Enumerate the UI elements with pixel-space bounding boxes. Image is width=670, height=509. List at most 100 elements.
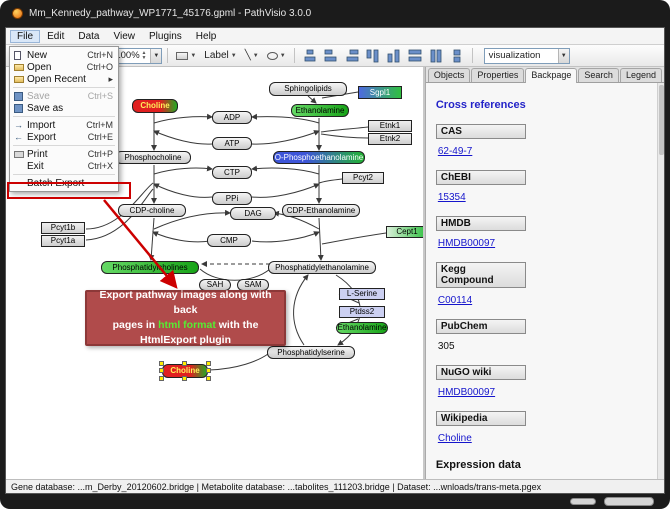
menu-file[interactable]: File <box>10 29 41 43</box>
pathway-node-sgpl1[interactable]: Sgpl1 <box>358 86 402 99</box>
pathway-edge <box>251 183 320 198</box>
selection-handle[interactable] <box>206 361 211 366</box>
title-bar[interactable]: Mm_Kennedy_pathway_WP1771_45176.gpml - P… <box>0 0 670 27</box>
datanode-tool-button[interactable]: ▼ <box>173 47 199 65</box>
stack-vertical-button[interactable] <box>447 47 467 65</box>
pathway-node-choline[interactable]: Choline <box>132 99 178 113</box>
menu-shortcut: Ctrl+M <box>86 120 113 130</box>
menu-item-open-recent[interactable]: Open Recent▸ <box>10 73 118 85</box>
pathway-node-phosphocholine[interactable]: Phosphocholine <box>115 151 191 164</box>
tab-legend[interactable]: Legend <box>619 68 662 82</box>
pathway-edge <box>320 133 369 139</box>
selection-handle[interactable] <box>182 361 187 366</box>
align-center-x-button[interactable] <box>300 47 320 65</box>
common-height-icon <box>430 49 442 62</box>
tab-objects[interactable]: Objects <box>427 68 471 82</box>
pathway-node-pcyt1a[interactable]: Pcyt1a <box>41 235 85 247</box>
menu-item-label: Open Recent <box>27 73 86 85</box>
align-left-button[interactable] <box>321 47 341 65</box>
pathway-node-etnk1[interactable]: Etnk1 <box>368 120 412 132</box>
backpage-title: Cross references <box>435 99 526 111</box>
pathway-node-cdp-ethanolamine[interactable]: CDP-Ethanolamine <box>282 204 360 217</box>
pathway-node-l-serine[interactable]: L-Serine <box>339 288 385 300</box>
pathway-edge <box>251 165 320 175</box>
pathway-node-sphingolipids[interactable]: Sphingolipids <box>269 82 347 96</box>
align-right-button[interactable] <box>342 47 362 65</box>
app-logo-icon <box>12 8 23 19</box>
status-text: Gene database: ...m_Derby_20120602.bridg… <box>11 482 542 492</box>
zoom-dropdown-icon[interactable]: ▼ <box>150 48 162 63</box>
backpage-link[interactable]: Choline <box>437 433 472 444</box>
tab-backpage[interactable]: Backpage <box>525 68 578 83</box>
callout-highlight-text: html format <box>158 319 216 331</box>
common-width-button[interactable] <box>405 47 425 65</box>
pathway-node-pcyt1b[interactable]: Pcyt1b <box>41 222 85 234</box>
pathway-node-cept1[interactable]: Cept1 <box>386 226 423 238</box>
common-height-button[interactable] <box>426 47 446 65</box>
backpage-section-header: PubChem <box>435 319 526 334</box>
common-width-icon <box>408 49 422 61</box>
pathway-node-ethanolamine[interactable]: Ethanolamine <box>291 104 349 117</box>
pathway-node-cdp-choline[interactable]: CDP-choline <box>118 204 186 217</box>
align-bottom-button[interactable] <box>384 47 404 65</box>
visualization-combobox[interactable]: visualization ▼ <box>483 47 570 64</box>
selection-handle[interactable] <box>206 376 211 381</box>
label-tool-button[interactable]: Label▼ <box>201 47 239 65</box>
sidebar-scrollbar[interactable] <box>657 83 664 479</box>
pathway-node-ptdss2[interactable]: Ptdss2 <box>339 306 385 318</box>
pathway-node-ppi[interactable]: PPi <box>212 192 252 205</box>
pathway-node-phosphatidylserine[interactable]: Phosphatidylserine <box>267 346 355 359</box>
pathway-node-pcyt2[interactable]: Pcyt2 <box>342 172 384 184</box>
backpage-link[interactable]: 62-49-7 <box>437 146 473 157</box>
frame-button[interactable] <box>570 498 596 505</box>
pathway-node-choline[interactable]: Choline <box>159 361 211 381</box>
pathway-node-ctp[interactable]: CTP <box>212 166 252 179</box>
pathway-edge <box>273 210 320 230</box>
scrollbar-thumb[interactable] <box>659 85 664 155</box>
selection-handle[interactable] <box>182 376 187 381</box>
pathway-node-adp[interactable]: ADP <box>212 111 252 124</box>
menu-help[interactable]: Help <box>195 30 217 42</box>
pathway-node-cmp[interactable]: CMP <box>207 234 251 247</box>
selection-handle[interactable] <box>159 368 164 373</box>
align-top-button[interactable] <box>363 47 383 65</box>
pathway-node-dag[interactable]: DAG <box>230 207 276 220</box>
menu-view[interactable]: View <box>113 30 135 42</box>
frame-button[interactable] <box>604 497 654 506</box>
shape-tool-button[interactable]: ▼ <box>264 47 289 65</box>
menu-item-save-as[interactable]: Save as <box>10 102 118 114</box>
tab-search[interactable]: Search <box>578 68 619 82</box>
pathway-node-atp[interactable]: ATP <box>212 137 252 150</box>
pathway-node-phosphatidylcholines[interactable]: Phosphatidylcholines <box>101 261 199 274</box>
visualization-dropdown-icon[interactable]: ▼ <box>557 48 569 63</box>
pathway-node-ethanolamine[interactable]: Ethanolamine <box>336 322 388 334</box>
pathway-node-etnk2[interactable]: Etnk2 <box>368 133 412 145</box>
backpage-link[interactable]: HMDB00097 <box>437 238 496 249</box>
selection-handle[interactable] <box>159 376 164 381</box>
menu-data[interactable]: Data <box>78 30 100 42</box>
tab-properties[interactable]: Properties <box>471 68 525 82</box>
pathway-node-o-phosphoethanolamine[interactable]: O-Phosphoethanolamine <box>273 151 365 164</box>
chevron-down-icon: ▼ <box>190 52 197 59</box>
backpage-link[interactable]: HMDB00097 <box>437 387 496 398</box>
zoom-spinner[interactable]: ▲▼ <box>141 49 147 61</box>
panel-splitter[interactable] <box>423 67 425 479</box>
label-tool-text: Label <box>204 50 229 61</box>
selection-handle[interactable] <box>206 368 211 373</box>
menu-plugins[interactable]: Plugins <box>148 30 182 42</box>
menu-edit[interactable]: Edit <box>47 30 65 42</box>
backpage-link[interactable]: C00114 <box>437 295 473 306</box>
pathway-node-phosphatidylethanolamine[interactable]: Phosphatidylethanolamine <box>268 261 376 274</box>
line-tool-button[interactable]: ╲▼ <box>242 47 262 65</box>
selection-handle[interactable] <box>159 361 164 366</box>
backpage-link[interactable]: 15354 <box>437 192 466 203</box>
